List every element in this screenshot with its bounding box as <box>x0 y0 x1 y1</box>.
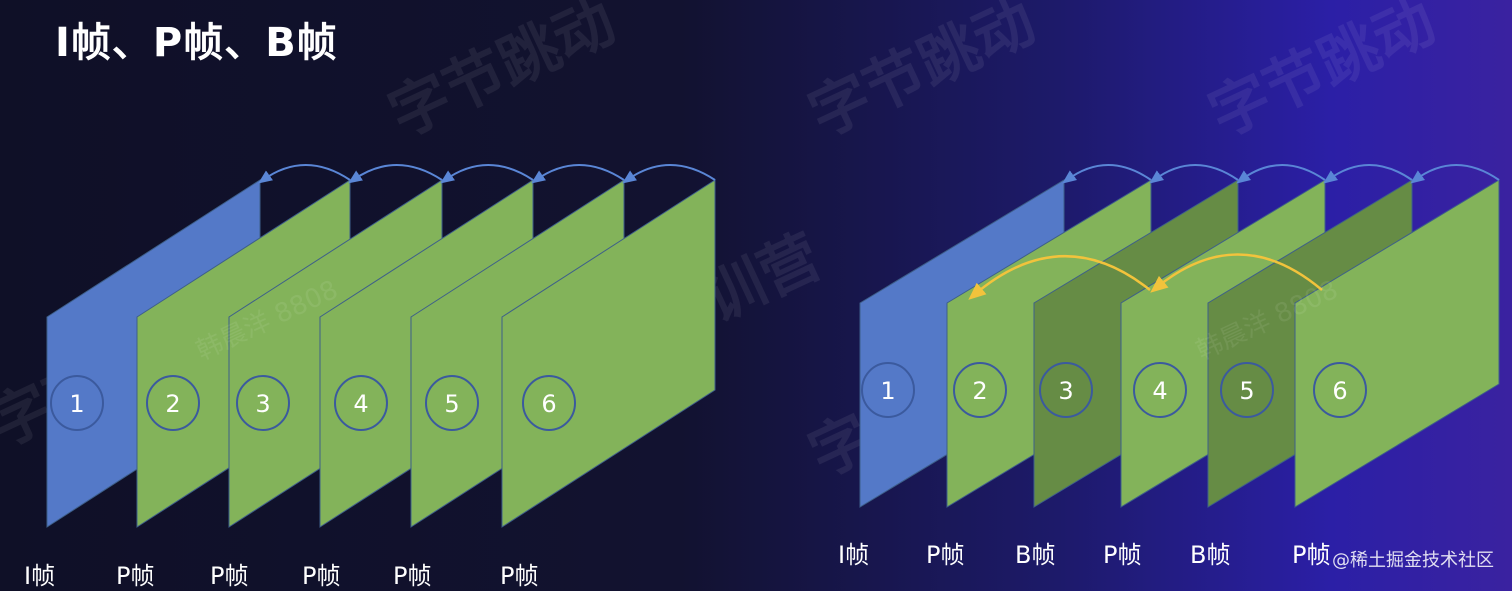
frame-number-circle <box>1220 362 1274 418</box>
frame-type-label: B帧 <box>1015 541 1056 569</box>
reference-arrow <box>1149 164 1239 184</box>
reference-arrow <box>258 164 351 184</box>
frame-number-circle <box>146 375 200 431</box>
page-title: I帧、P帧、B帧 <box>55 20 338 66</box>
frame-number: 6 <box>541 390 556 418</box>
frame-type-label: P帧 <box>116 562 155 590</box>
reference-arrow <box>531 164 625 184</box>
frame-number-circle <box>1313 362 1367 418</box>
frame-number: 6 <box>1332 377 1347 405</box>
frame-number-circle <box>1039 362 1093 418</box>
frame-number-circle <box>334 375 388 431</box>
frame-number-circle <box>236 375 290 431</box>
frame-number: 3 <box>255 390 270 418</box>
reference-arrow <box>1236 164 1326 184</box>
b-frame-reference-arrow <box>1150 253 1323 293</box>
credit-watermark: @稀土掘金技术社区 <box>1332 550 1494 571</box>
frame-type-label: P帧 <box>1103 541 1142 569</box>
frame-number-circle <box>953 362 1007 418</box>
frame-number: 2 <box>972 377 987 405</box>
frame-number: 1 <box>880 377 895 405</box>
frame-number: 4 <box>353 390 368 418</box>
frame-number-circle <box>861 362 915 418</box>
b-frame-reference-arrow <box>968 254 1151 300</box>
frame-number-circle <box>522 375 576 431</box>
reference-arrow <box>1062 164 1152 184</box>
frame-type-label: P帧 <box>1292 541 1331 569</box>
reference-arrow <box>348 164 443 184</box>
frame-type-label: P帧 <box>393 562 432 590</box>
frame-number: 3 <box>1058 377 1073 405</box>
frame-p-6 <box>1294 179 1500 508</box>
reference-arrow <box>1323 164 1413 184</box>
frame-number-circle <box>50 375 104 431</box>
frame-type-label: B帧 <box>1190 541 1231 569</box>
frame-number: 1 <box>69 390 84 418</box>
frame-number-circle <box>1133 362 1187 418</box>
frame-type-label: I帧 <box>838 541 870 569</box>
frame-number: 5 <box>1239 377 1254 405</box>
frame-type-label: P帧 <box>302 562 341 590</box>
frame-number: 4 <box>1152 377 1167 405</box>
frame-number: 5 <box>444 390 459 418</box>
frame-type-label: P帧 <box>500 562 539 590</box>
frame-type-label: I帧 <box>24 562 56 590</box>
frame-number-circle <box>425 375 479 431</box>
frame-type-label: P帧 <box>926 541 965 569</box>
frame-number: 2 <box>165 390 180 418</box>
reference-arrow <box>622 164 716 184</box>
reference-arrow <box>440 164 534 184</box>
frame-p-6 <box>501 179 716 528</box>
frame-type-label: P帧 <box>210 562 249 590</box>
reference-arrow <box>1410 164 1500 184</box>
